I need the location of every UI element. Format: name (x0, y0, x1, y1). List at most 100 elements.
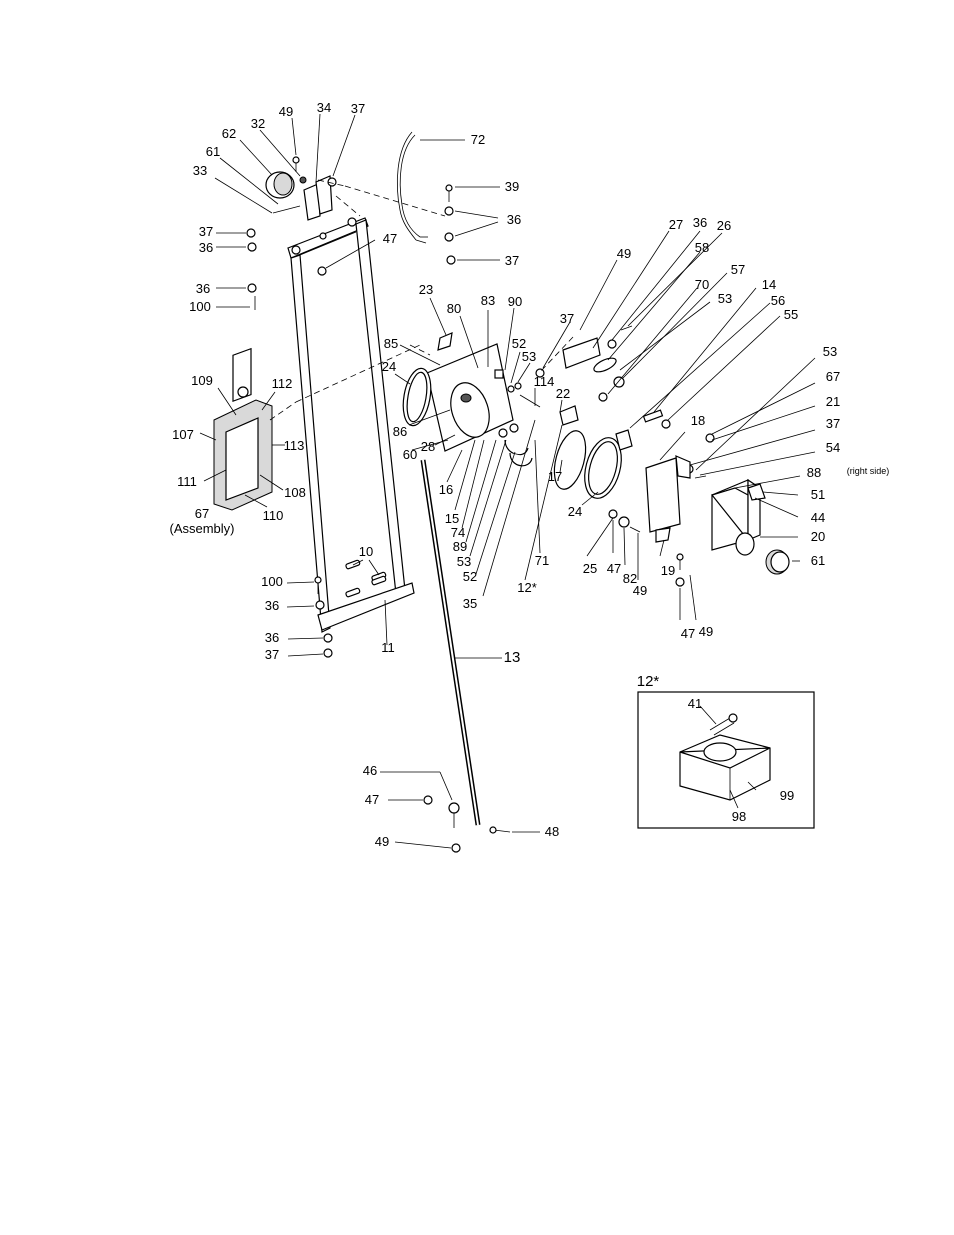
bracket (645, 455, 691, 543)
callout-label: 55 (784, 307, 798, 322)
callout-label: 100 (189, 299, 211, 314)
callout-label: 61 (206, 144, 220, 159)
small-hardware (314, 509, 685, 658)
callout-label: 114 (534, 374, 555, 389)
callout-label: 72 (471, 132, 485, 147)
callout-label: 54 (826, 440, 840, 455)
callout-label: 61 (811, 553, 825, 568)
callout-label: 107 (172, 427, 194, 442)
callout-label: 16 (439, 482, 453, 497)
callout-label: 36 (265, 630, 279, 645)
callout-label: 48 (545, 824, 559, 839)
callout-label: 24 (382, 359, 396, 374)
top-hardware (246, 156, 456, 310)
callout-label: 47 (383, 231, 397, 246)
callout-label: 83 (481, 293, 495, 308)
callout-label: 49 (279, 104, 293, 119)
callout-label: 52 (512, 336, 526, 351)
heat-sink-assembly (213, 347, 273, 511)
callout-label: 85 (384, 336, 398, 351)
callout-label: 57 (731, 262, 745, 277)
callout-label: 86 (393, 424, 407, 439)
eye-bolt-hardware (423, 795, 511, 853)
callout-label: 44 (811, 510, 825, 525)
callout-label: 108 (284, 485, 306, 500)
mounting-plate (426, 332, 541, 452)
callout-label: 111 (177, 474, 197, 489)
callout-label: 36 (265, 598, 279, 613)
callout-label: 10 (359, 544, 373, 559)
callout-label: 47 (681, 626, 695, 641)
callout-label: 34 (317, 100, 331, 115)
callout-label: 37 (351, 101, 365, 116)
callout-label: 12* (637, 673, 660, 690)
callout-label: 37 (505, 253, 519, 268)
callout-label: 41 (688, 696, 702, 711)
callout-label: 37 (199, 224, 213, 239)
callout-label: 109 (191, 373, 213, 388)
callout-label: 52 (463, 569, 477, 584)
wire-harness (396, 131, 428, 244)
callout-label: 25 (583, 561, 597, 576)
callout-label: 99 (780, 788, 794, 803)
rod (420, 459, 481, 826)
callout-label: 56 (771, 293, 785, 308)
callout-label: 11 (381, 640, 395, 655)
callout-label: 27 (669, 217, 683, 232)
callout-label: 113 (284, 438, 305, 453)
callout-label: 53 (522, 349, 536, 364)
callout-label: 35 (463, 596, 477, 611)
callout-label: 37 (560, 311, 574, 326)
callout-label: 39 (505, 179, 519, 194)
callout-label: 37 (826, 416, 840, 431)
callout-label: 67 (826, 369, 840, 384)
callout-label: 23 (419, 282, 433, 297)
door-panels (402, 367, 622, 499)
callout-label: 24 (568, 504, 582, 519)
callout-label: 51 (811, 487, 825, 502)
callout-label: 82 (623, 571, 637, 586)
callout-label: 17 (548, 469, 562, 484)
u-bolts (498, 405, 579, 467)
callout-label: 90 (508, 294, 522, 309)
callout-label: 74 (451, 525, 465, 540)
callout-label: 53 (823, 344, 837, 359)
callout-label: 58 (695, 240, 709, 255)
side-cover (710, 478, 790, 575)
callout-label: 67 (195, 506, 209, 521)
callout-label: 98 (732, 809, 746, 824)
callout-label: 19 (661, 563, 675, 578)
callout-label: 33 (193, 163, 207, 178)
callout-label: (right side) (847, 466, 890, 476)
callout-label: 14 (762, 277, 776, 292)
callout-label: 13 (504, 649, 521, 666)
leader-lines (199, 113, 816, 849)
callout-label: 89 (453, 539, 467, 554)
callout-label: 47 (365, 792, 379, 807)
callout-label: 20 (811, 529, 825, 544)
callout-label: 49 (617, 246, 631, 261)
callout-label: 88 (807, 465, 821, 480)
callout-label: 49 (699, 624, 713, 639)
callout-label: 36 (507, 212, 521, 227)
frame (287, 217, 415, 633)
callout-label: 37 (265, 647, 279, 662)
callout-label: 49 (633, 583, 647, 598)
callout-label: 80 (447, 301, 461, 316)
callout-label: 49 (375, 834, 389, 849)
callout-label: 62 (222, 126, 236, 141)
callout-label: 110 (263, 508, 284, 523)
callout-label: 53 (718, 291, 732, 306)
callout-label: 21 (826, 394, 840, 409)
callout-label: 46 (363, 763, 377, 778)
callout-label: (Assembly) (169, 521, 234, 536)
bracket-hardware (535, 325, 715, 479)
callout-label: 36 (196, 281, 210, 296)
callout-label: 100 (261, 574, 283, 589)
callout-label: 26 (717, 218, 731, 233)
callout-label: 70 (695, 277, 709, 292)
callout-label: 36 (693, 215, 707, 230)
callout-label: 32 (251, 116, 265, 131)
